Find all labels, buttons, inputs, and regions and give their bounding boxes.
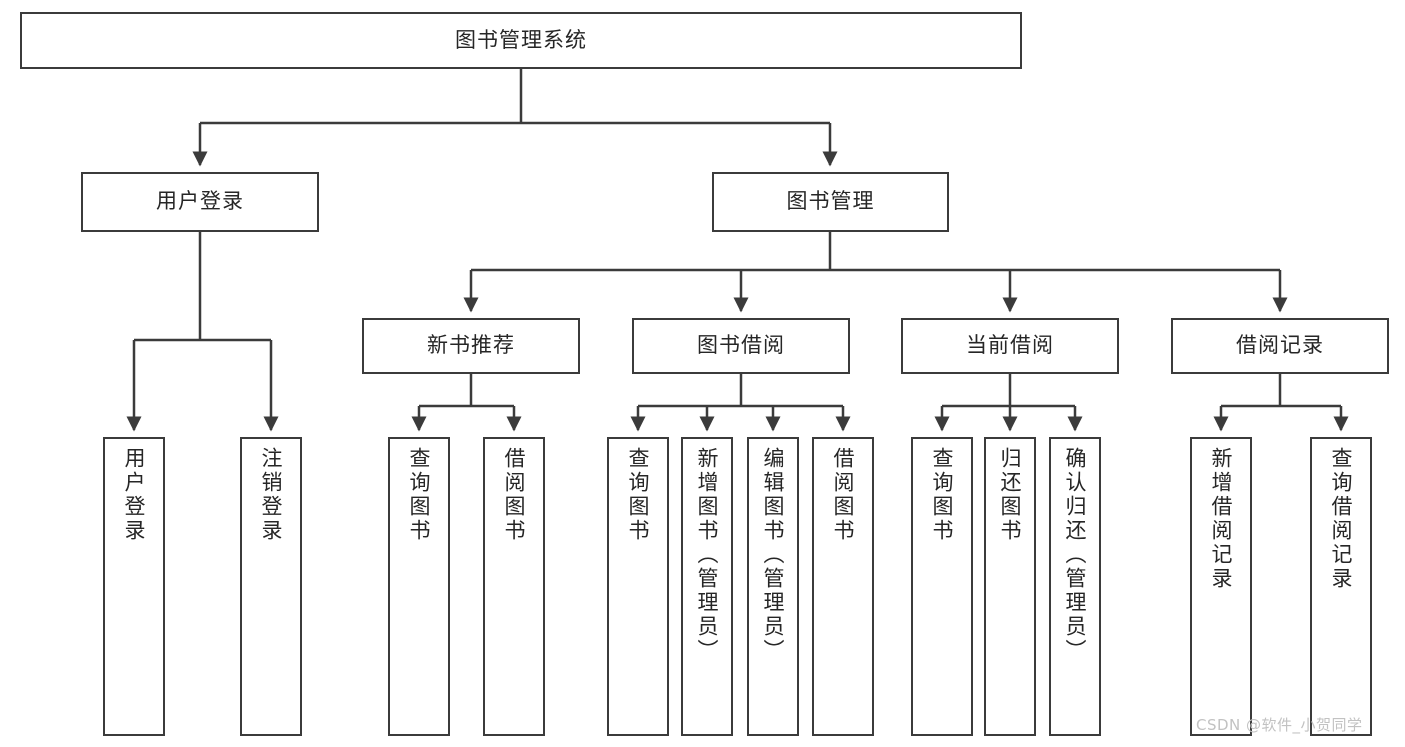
node-label: 注销登录 — [259, 447, 284, 543]
node-leaf-user-login[interactable]: 用户登录 — [103, 437, 165, 736]
node-book-borrow[interactable]: 图书借阅 — [632, 318, 850, 374]
node-label: 当前借阅 — [966, 333, 1054, 358]
node-leaf-query-book-1[interactable]: 查询图书 — [388, 437, 450, 736]
node-label: 用户登录 — [122, 447, 147, 543]
node-label: 借阅记录 — [1236, 333, 1324, 358]
node-label: 图书管理 — [786, 189, 875, 214]
node-leaf-add-book[interactable]: 新增图书（管理员） — [681, 437, 733, 736]
node-label: 图书借阅 — [697, 333, 785, 358]
node-label: 图书管理系统 — [455, 27, 587, 52]
node-leaf-user-logout[interactable]: 注销登录 — [240, 437, 302, 736]
node-leaf-confirm-return[interactable]: 确认归还（管理员） — [1049, 437, 1101, 736]
node-leaf-edit-book[interactable]: 编辑图书（管理员） — [747, 437, 799, 736]
node-leaf-borrow-book-1[interactable]: 借阅图书 — [483, 437, 545, 736]
node-label: 确认归还（管理员） — [1063, 447, 1088, 663]
node-label: 新书推荐 — [427, 333, 515, 358]
node-current-borrow[interactable]: 当前借阅 — [901, 318, 1119, 374]
node-leaf-add-record[interactable]: 新增借阅记录 — [1190, 437, 1252, 736]
node-label: 查询图书 — [407, 447, 432, 543]
node-leaf-query-book-2[interactable]: 查询图书 — [607, 437, 669, 736]
node-label: 查询图书 — [626, 447, 651, 543]
node-label: 借阅图书 — [831, 447, 856, 543]
node-root-system[interactable]: 图书管理系统 — [20, 12, 1022, 69]
csdn-watermark: CSDN @软件_小贺同学 — [1196, 716, 1363, 734]
node-user-login[interactable]: 用户登录 — [81, 172, 319, 232]
node-label: 用户登录 — [156, 189, 244, 214]
node-leaf-return-book[interactable]: 归还图书 — [984, 437, 1036, 736]
node-leaf-query-book-3[interactable]: 查询图书 — [911, 437, 973, 736]
node-borrow-record[interactable]: 借阅记录 — [1171, 318, 1389, 374]
node-label: 查询图书 — [930, 447, 955, 543]
node-label: 查询借阅记录 — [1329, 447, 1354, 591]
node-leaf-borrow-book-2[interactable]: 借阅图书 — [812, 437, 874, 736]
node-label: 归还图书 — [998, 447, 1023, 543]
node-label: 新增借阅记录 — [1209, 447, 1234, 591]
node-new-book-rec[interactable]: 新书推荐 — [362, 318, 580, 374]
node-book-manage[interactable]: 图书管理 — [712, 172, 949, 232]
node-leaf-query-record[interactable]: 查询借阅记录 — [1310, 437, 1372, 736]
node-label: 编辑图书（管理员） — [761, 447, 786, 663]
node-label: 新增图书（管理员） — [695, 447, 720, 663]
node-label: 借阅图书 — [502, 447, 527, 543]
